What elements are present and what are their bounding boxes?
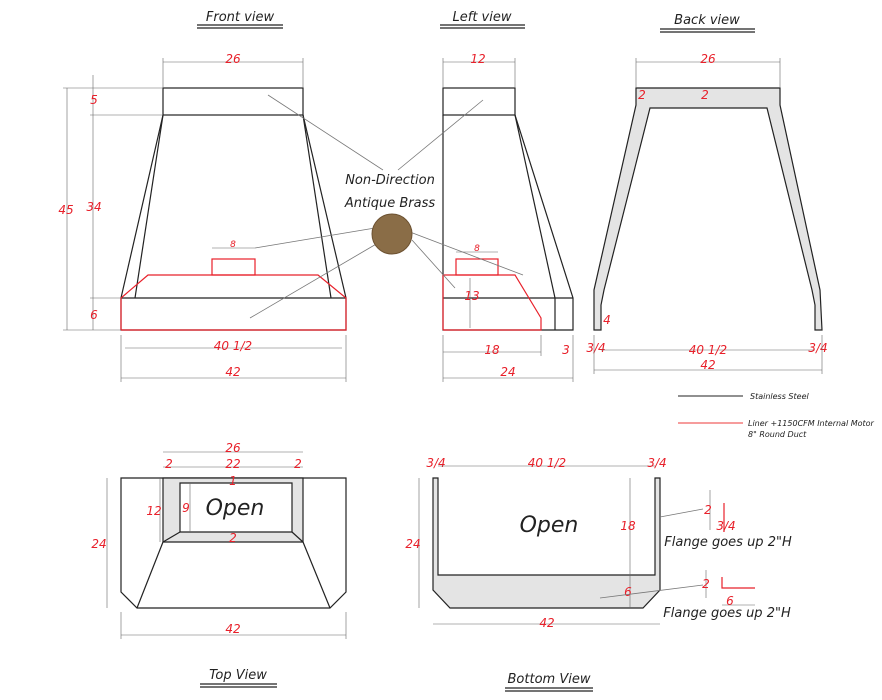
bottom-overall-depth-dim: 24	[405, 537, 420, 551]
flange2-height-dim: 2	[702, 577, 710, 591]
back-inner-width-dim: 40 1/2	[689, 343, 727, 357]
flange1-thickness-dim: 3/4	[716, 519, 735, 533]
top-view: 26 2 22 2 1 12 9 Open 2 24 42	[91, 441, 347, 639]
brass-swatch	[371, 213, 413, 255]
top-open-label: Open	[206, 496, 265, 521]
bottom-inner-width-dim: 40 1/2	[528, 456, 566, 470]
left-overall-depth-dim: 24	[500, 365, 515, 379]
legend-duct-label: 8" Round Duct	[748, 430, 807, 439]
flange1-note: Flange goes up 2"H	[664, 535, 792, 550]
top-opening-depth-dim: 9	[182, 501, 190, 515]
bottom-opening-depth-dim: 18	[620, 519, 636, 533]
back-top-wall-dim: 2	[701, 88, 709, 102]
back-overall-width-dim: 42	[700, 358, 715, 372]
material-finish-label: Non-Direction	[345, 173, 435, 188]
top-outer-width-dim: 26	[225, 441, 241, 455]
flange2-note: Flange goes up 2"H	[663, 606, 791, 621]
top-right-wall-dim: 2	[294, 457, 302, 471]
front-top-band-dim: 5	[90, 93, 98, 107]
top-overall-depth-dim: 24	[91, 537, 106, 551]
left-front-gap-dim: 3	[562, 343, 570, 357]
legend-liner-label: Liner +1150CFM Internal Motor	[748, 419, 875, 428]
bottom-left-frac-dim: 3/4	[426, 456, 445, 470]
legend-steel-label: Stainless Steel	[750, 392, 809, 401]
left-top-depth-dim: 12	[470, 52, 485, 66]
back-top-width-dim: 26	[700, 52, 716, 66]
flange1-height-dim: 2	[704, 503, 712, 517]
front-duct-dim: 8	[230, 240, 236, 250]
flange-detail-1: 2 3/4 Flange goes up 2"H	[664, 490, 792, 550]
legend: Stainless Steel Liner +1150CFM Internal …	[678, 392, 875, 439]
back-right-frac-dim: 3/4	[808, 341, 827, 355]
top-opening-width-dim: 22	[225, 457, 240, 471]
bottom-shelf-dim: 6	[624, 585, 632, 599]
back-view: 26 2 2 4 3/4 40 1/2 3/4 42	[586, 52, 828, 374]
back-flange-dim: 4	[603, 313, 611, 327]
back-wall-dim: 2	[638, 88, 646, 102]
left-duct-dim: 8	[474, 244, 480, 254]
top-left-wall-dim: 2	[165, 457, 173, 471]
front-top-width-dim: 26	[225, 52, 241, 66]
back-left-frac-dim: 3/4	[586, 341, 605, 355]
front-height-dim: 45	[58, 203, 73, 217]
top-overall-width-dim: 42	[225, 622, 240, 636]
left-view-title: Left view	[453, 10, 512, 25]
front-view-title: Front view	[206, 10, 275, 25]
bottom-open-label: Open	[520, 513, 579, 538]
left-liner-depth-dim: 18	[484, 343, 500, 357]
material-callout: Non-Direction Antique Brass	[249, 94, 524, 319]
back-view-title: Back view	[674, 13, 740, 28]
bottom-view-title: Bottom View	[508, 672, 591, 687]
top-depth-dim: 12	[146, 504, 161, 518]
bottom-view: 3/4 40 1/2 3/4 24 Open 18 6 42	[405, 456, 704, 630]
front-view: 26 45 5 34 6 8 40 1/2 42	[58, 52, 347, 382]
bottom-overall-width-dim: 42	[539, 616, 554, 630]
top-bottom-wall-dim: 2	[229, 531, 237, 545]
front-liner-width-dim: 40 1/2	[214, 339, 252, 353]
top-view-title: Top View	[209, 668, 267, 683]
front-body-dim: 34	[86, 200, 101, 214]
bottom-right-frac-dim: 3/4	[647, 456, 666, 470]
front-overall-width-dim: 42	[225, 365, 240, 379]
view-titles: Front view Left view Back view Top View …	[197, 10, 755, 692]
left-view: 12 8 13 18 3 24	[442, 52, 574, 382]
top-top-wall-dim: 1	[229, 474, 237, 488]
left-liner-height-dim: 13	[464, 289, 479, 303]
flange-detail-2: 2 6 Flange goes up 2"H	[663, 570, 791, 621]
material-name-label: Antique Brass	[344, 196, 435, 211]
front-bottom-band-dim: 6	[90, 308, 98, 322]
flange2-width-dim: 6	[726, 594, 734, 608]
